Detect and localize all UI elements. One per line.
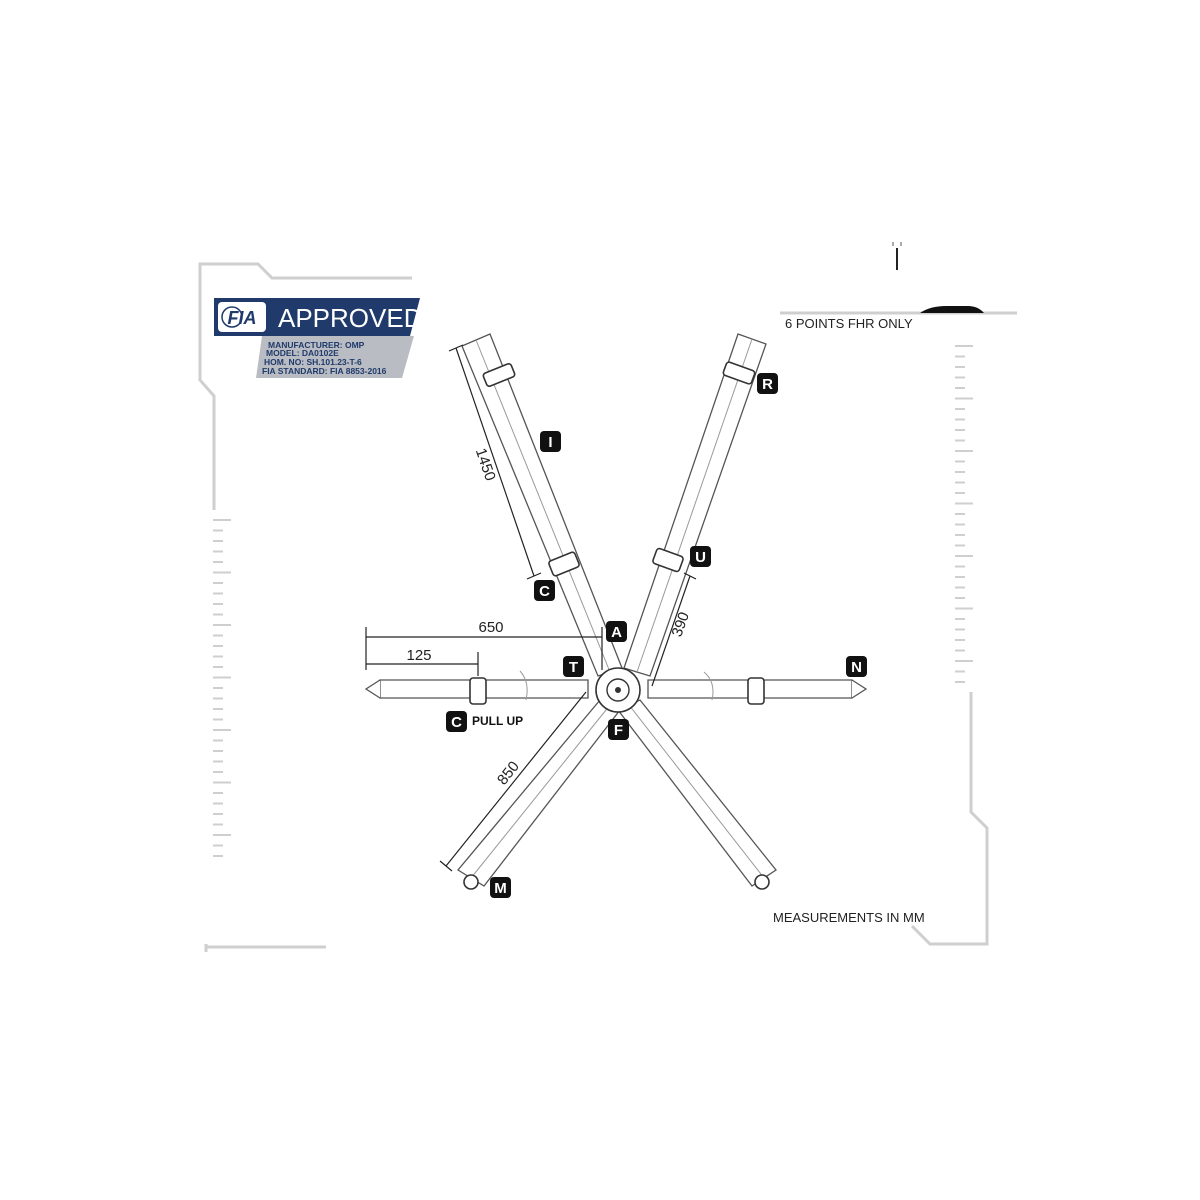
right-lap-adjuster [747,677,765,705]
right-ruler [955,345,973,683]
badge-i: I [540,431,561,452]
svg-text:C: C [539,583,550,600]
svg-text:I: I [548,434,552,451]
left-shoulder-lower-adjuster [548,551,580,577]
measurements-text: MEASUREMENTS IN MM [773,910,925,925]
left-ruler [213,519,231,857]
fia-logo-text: FIA [228,308,257,328]
pull-up-label: PULL UP [472,714,523,728]
dimension-thigh: 850 [494,758,523,788]
badges: I R C U A T N C PULL UP [446,373,867,898]
badge-c-shoulder: C [534,580,555,601]
svg-text:A: A [611,624,622,641]
standard-line: FIA STANDARD: FIA 8853-2016 [262,366,387,376]
fia-info-panel [256,336,414,378]
svg-text:U: U [695,549,706,566]
manufacturer-line: MANUFACTURER: OMP [268,340,365,350]
left-thigh-hook [463,874,479,890]
dimension-lap-adjuster: 125 [406,647,431,664]
badge-n: N [846,656,867,677]
points-text: 6 POINTS FHR ONLY [785,316,913,331]
badge-c-lap: C [446,711,467,732]
badge-r: R [757,373,778,394]
svg-text:M: M [494,880,507,897]
dimension-lines: 1450 650 125 390 850 [365,344,697,872]
approved-text: APPROVED [278,303,423,333]
badge-a: A [606,621,627,642]
badge-f: F [608,719,629,740]
left-shoulder-adjuster [482,362,516,388]
right-thigh-hook [754,874,770,890]
badge-m: M [490,877,511,898]
svg-text:T: T [569,659,578,676]
badge-u: U [690,546,711,567]
header-tab [920,306,984,313]
svg-text:F: F [614,722,623,739]
model-line: MODEL: DA0102E [266,348,339,358]
dimension-lap-total: 650 [478,619,503,636]
harness [364,333,868,890]
svg-text:R: R [762,376,773,393]
homologation-line: HOM. NO: SH.101.23-T-6 [264,357,362,367]
left-lap-adjuster [469,677,487,705]
dimension-shoulder: 1450 [472,446,499,483]
badge-t: T [563,656,584,677]
right-shoulder-adjuster [722,361,756,385]
decorative-frame [198,242,1017,952]
svg-text:C: C [451,714,462,731]
fia-approval-label: FIA APPROVED MANUFACTURER: OMP MODEL: DA… [214,298,423,378]
svg-text:N: N [851,659,862,676]
right-thigh-strap [616,699,777,887]
right-shoulder-lower-adjuster [652,547,684,573]
